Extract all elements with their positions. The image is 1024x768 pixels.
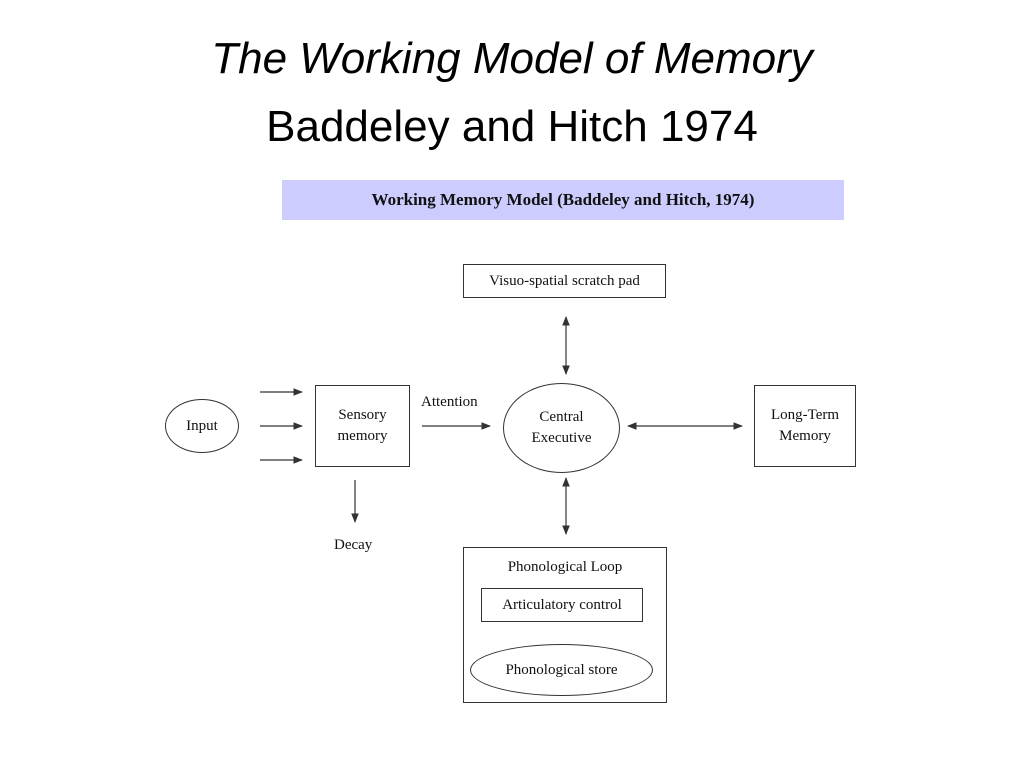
banner-text: Working Memory Model (Baddeley and Hitch…: [371, 190, 755, 209]
attention-label: Attention: [421, 394, 478, 410]
decay-label: Decay: [334, 537, 373, 553]
phonological-store-node: Phonological store: [470, 644, 653, 696]
long-term-memory-box: Long-Term Memory: [754, 385, 856, 467]
phonological-loop-box: Phonological Loop Articulatory control P…: [463, 547, 667, 703]
sensory-memory-label-1: Sensory: [338, 407, 387, 423]
central-executive-label-1: Central: [539, 409, 584, 425]
slide-title: The Working Model of Memory: [211, 34, 813, 83]
sensory-memory-label-2: memory: [337, 428, 388, 444]
phonological-store-label: Phonological store: [505, 661, 618, 678]
central-executive-label-2: Executive: [531, 430, 592, 446]
sensory-memory-box: Sensory memory: [315, 385, 410, 467]
long-term-memory-label-2: Memory: [779, 428, 831, 444]
input-node: Input: [165, 399, 239, 453]
diagram-banner: Working Memory Model (Baddeley and Hitch…: [282, 180, 844, 220]
visuo-spatial-box: Visuo-spatial scratch pad: [463, 264, 666, 298]
articulatory-control-box: Articulatory control: [481, 588, 643, 622]
input-label: Input: [186, 417, 218, 434]
long-term-memory-label-1: Long-Term: [770, 407, 840, 423]
visuo-spatial-label: Visuo-spatial scratch pad: [489, 272, 640, 289]
slide-subtitle: Baddeley and Hitch 1974: [266, 102, 758, 151]
phonological-loop-title: Phonological Loop: [507, 559, 623, 575]
articulatory-control-label: Articulatory control: [502, 596, 622, 613]
central-executive-node: Central Executive: [503, 383, 620, 473]
